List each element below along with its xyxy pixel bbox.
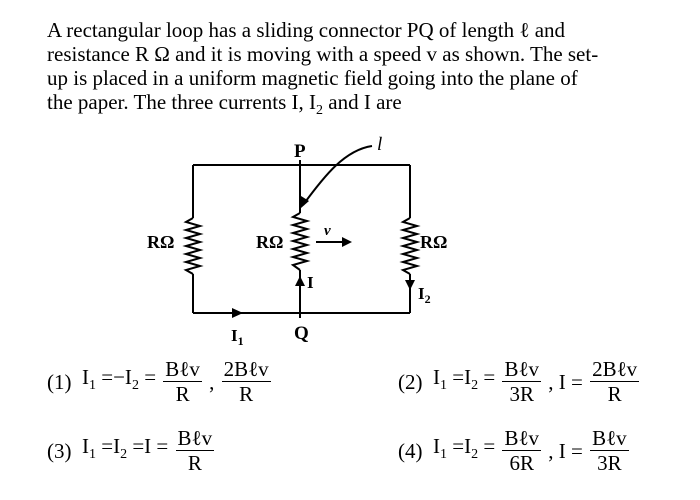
label-R-left: RΩ	[147, 232, 174, 252]
label-R-middle: RΩ	[256, 232, 283, 252]
label-v: v	[324, 223, 331, 239]
option-4-lhs: I1 =I2 =	[433, 433, 496, 463]
question-line-4-b: and I are	[323, 90, 402, 114]
velocity-arrowhead	[342, 237, 352, 247]
label-I1-sub: 1	[238, 334, 244, 348]
label-l: l	[377, 134, 382, 155]
option-4-number: (4)	[398, 438, 423, 463]
option-2-number: (2)	[398, 369, 423, 394]
option-1-number: (1)	[47, 369, 72, 394]
question-line-3: up is placed in a uniform magnetic field…	[47, 66, 578, 90]
current-I1-arrowhead	[232, 308, 243, 318]
option-3-number: (3)	[47, 438, 72, 463]
resistor-middle	[289, 212, 311, 271]
current-I-arrowhead	[295, 276, 305, 286]
question-line-1: A rectangular loop has a sliding connect…	[47, 18, 566, 42]
label-I2: I2	[418, 284, 431, 306]
question-text: A rectangular loop has a sliding connect…	[47, 18, 667, 123]
resistor-right	[399, 217, 421, 275]
label-P: P	[294, 141, 306, 162]
question-line-2: resistance R Ω and it is moving with a s…	[47, 42, 599, 66]
length-pointer	[302, 145, 373, 206]
label-Q: Q	[294, 323, 309, 344]
option-2-separator: , I =	[548, 369, 583, 394]
pointer-arrowhead	[301, 196, 309, 208]
label-R-right: RΩ	[420, 232, 447, 252]
current-I2-arrowhead	[405, 280, 415, 290]
label-I: I	[307, 273, 314, 292]
label-I2-main: I	[418, 284, 425, 303]
option-1-separator: ,	[209, 369, 215, 394]
label-I1-main: I	[231, 326, 238, 345]
label-I1: I1	[231, 326, 244, 348]
question-line-4-sub: 2	[316, 103, 323, 119]
option-2-lhs: I1 =I2 =	[433, 364, 496, 394]
resistor-left	[182, 217, 204, 275]
option-4-separator: , I =	[548, 438, 583, 463]
option-1-lhs: I1 =−I2 =	[82, 364, 157, 394]
question-line-4-a: the paper. The three currents I, I	[47, 90, 316, 114]
label-I2-sub: 2	[425, 292, 431, 306]
option-3-lhs: I1 =I2 =I =	[82, 433, 169, 463]
question-line-4: the paper. The three currents I, I2 and …	[47, 90, 667, 123]
